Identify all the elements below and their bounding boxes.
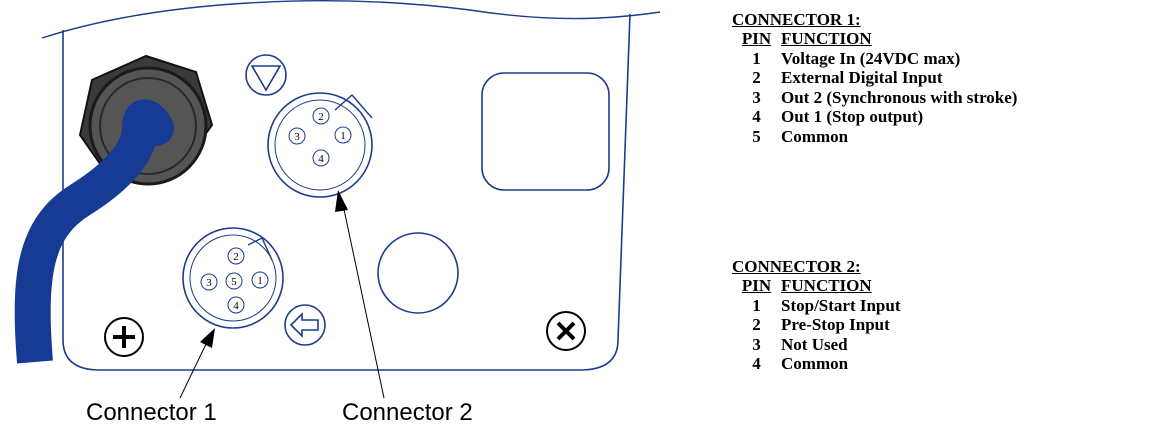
- pin-function: Pre-Stop Input: [781, 315, 890, 334]
- svg-text:2: 2: [233, 251, 239, 263]
- pin-number: 5: [752, 126, 761, 146]
- pin-function: Not Used: [781, 334, 848, 354]
- pin-function: Common: [781, 354, 849, 373]
- pin-function: Common: [781, 126, 849, 146]
- connector-2-callout: Connector 2: [342, 399, 473, 426]
- lower-pin-4: 4: [227, 296, 245, 314]
- lower-pin-3: 3: [200, 273, 218, 291]
- lower-receptacle: 1 2 3 4 5: [182, 227, 284, 329]
- housing-body: [62, 13, 631, 371]
- indicator-window: [481, 72, 610, 191]
- pin-number: 1: [752, 295, 761, 315]
- lower-pin-1: 1: [251, 271, 269, 289]
- housing-outline: [41, 0, 661, 39]
- pin-header: PIN: [741, 29, 772, 48]
- function-header: FUNCTION: [781, 29, 872, 48]
- table-row: 3 Not Used: [732, 335, 901, 355]
- svg-text:2: 2: [318, 111, 324, 123]
- svg-text:4: 4: [233, 300, 239, 312]
- arrow-left-in-circle-icon: [284, 304, 326, 346]
- pin-header: PIN: [741, 276, 772, 295]
- svg-text:3: 3: [206, 277, 212, 289]
- pin-number: 1: [752, 48, 761, 68]
- table-row: 4 Out 1 (Stop output): [732, 107, 1017, 127]
- table-row: 2 External Digital Input: [732, 68, 1017, 88]
- pin-number: 4: [752, 107, 761, 126]
- table-row: 5 Common: [732, 127, 1017, 147]
- leader-connector-1: [179, 328, 215, 399]
- lower-pin-5: 5: [225, 272, 243, 290]
- pin-number: 3: [752, 87, 761, 107]
- screw-x-icon: [546, 311, 586, 351]
- svg-text:4: 4: [318, 153, 324, 165]
- connector-panel-diagram: 1 2 3 4 1 2 3: [14, 0, 661, 399]
- triangle-in-circle-icon: [245, 54, 287, 96]
- screw-plus-icon: [104, 317, 144, 357]
- svg-text:1: 1: [257, 275, 263, 287]
- pin-number: 4: [752, 354, 761, 373]
- cable: [14, 126, 158, 364]
- pin-function: Stop/Start Input: [781, 295, 901, 315]
- upper-pin-4: 4: [312, 149, 330, 167]
- upper-pin-3: 3: [288, 127, 306, 145]
- table-row: 1 Stop/Start Input: [732, 295, 901, 316]
- svg-text:3: 3: [294, 131, 300, 143]
- table-row: 1 Voltage In (24VDC max): [732, 49, 1017, 69]
- svg-text:5: 5: [231, 276, 237, 288]
- connector-1-callout: Connector 1: [86, 399, 217, 426]
- table-row: 3 Out 2 (Synchronous with stroke): [732, 88, 1017, 108]
- connector-2-pin-table: CONNECTOR 2: PIN FUNCTION 1 Stop/Start I…: [732, 257, 901, 374]
- pin-function: Out 1 (Stop output): [781, 107, 924, 126]
- connector-1-title: CONNECTOR 1:: [732, 10, 861, 29]
- svg-text:1: 1: [340, 130, 346, 142]
- upper-receptacle: 1 2 3 4: [267, 92, 373, 198]
- upper-pin-2: 2: [312, 107, 330, 125]
- connector-1-pin-table: CONNECTOR 1: PIN FUNCTION 1 Voltage In (…: [732, 10, 1017, 146]
- pin-function: External Digital Input: [781, 68, 943, 87]
- table-row: 2 Pre-Stop Input: [732, 315, 901, 335]
- upper-pin-1: 1: [334, 126, 352, 144]
- pin-function: Voltage In (24VDC max): [781, 48, 961, 68]
- pin-function: Out 2 (Synchronous with stroke): [781, 87, 1018, 107]
- table-header: PIN FUNCTION: [732, 29, 1017, 49]
- pin-number: 2: [752, 68, 761, 87]
- lower-pin-2: 2: [227, 247, 245, 265]
- pin-number: 3: [752, 334, 761, 354]
- table-header: PIN FUNCTION: [732, 276, 901, 296]
- pin-number: 2: [752, 315, 761, 334]
- blank-port: [377, 232, 459, 314]
- function-header: FUNCTION: [781, 276, 872, 295]
- table-row: 4 Common: [732, 354, 901, 374]
- cable-end: [122, 99, 174, 146]
- connector-2-title: CONNECTOR 2:: [732, 257, 861, 276]
- leader-connector-2: [335, 190, 385, 399]
